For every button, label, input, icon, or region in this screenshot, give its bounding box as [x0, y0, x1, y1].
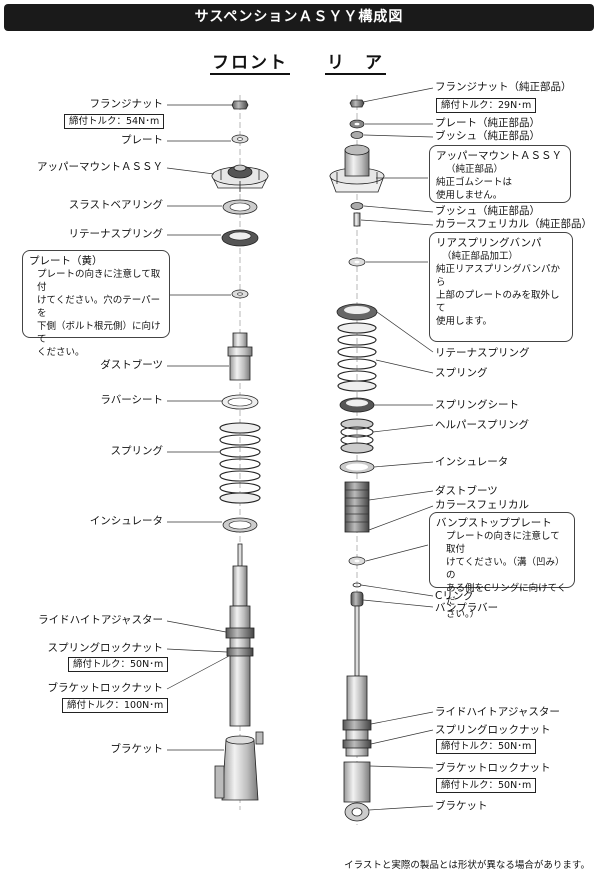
front-rubber-seat-label: ラバーシート — [100, 394, 163, 406]
plate-note-line: けてください。穴のテーパーを — [37, 295, 161, 319]
front-bracket — [214, 731, 264, 801]
front-plate-label: プレート — [121, 134, 163, 146]
page-title: サスペンションＡＳＹＹ構成図 — [194, 9, 404, 25]
rear-helper-spring-label: ヘルパースプリング — [435, 419, 529, 431]
bump-plate-note-line: プレートの向きに注意して取付 — [446, 531, 560, 555]
front-column-heading: フロント — [210, 53, 290, 75]
front-plate — [231, 134, 249, 144]
rear-spring — [337, 322, 377, 392]
front-insulator-label: インシュレータ — [89, 515, 163, 527]
bumper-note-sub: （純正部品加工） — [442, 251, 519, 262]
front-upper-mount-label: アッパーマウントＡＳＳＹ — [37, 161, 163, 173]
rear-c-ring-label: Cリング — [435, 590, 474, 602]
front-spring — [219, 422, 261, 504]
title-bar: サスペンションＡＳＹＹ構成図 — [4, 4, 594, 31]
rear-shock-body — [342, 605, 372, 757]
rear-bracket-label: ブラケット — [435, 800, 488, 812]
rear-spring-seat — [339, 397, 375, 413]
rear-flange-nut — [349, 99, 365, 108]
rear-bump-rubber-label: バンプラバー — [435, 602, 499, 614]
rear-bush — [350, 131, 364, 139]
front-retainer-spring-label: リテーナスプリング — [68, 228, 164, 240]
front-bracket-lock-nut-label: ブラケットロックナット — [47, 682, 164, 694]
front-thrust-bearing-label: スラストベアリング — [68, 199, 163, 211]
upper-mount-note-sub: （純正部品） — [446, 164, 504, 175]
bump-plate-note-line: ある側をCリングに向けてくだ — [446, 583, 567, 607]
rear-bracket — [343, 761, 371, 822]
rear-bush-lower — [350, 202, 364, 210]
plate-note-line: ください。 — [37, 347, 85, 358]
bump-plate-note-line: けてください。（溝（凹み）の — [446, 557, 565, 581]
front-yellow-plate — [231, 289, 249, 299]
upper-mount-note-line: 純正ゴムシートは — [436, 177, 513, 188]
bump-stop-plate-note: バンプストッププレート プレートの向きに注意して取付 けてください。（溝（凹み）… — [429, 512, 575, 620]
rear-spring-label: スプリング — [435, 367, 488, 379]
front-bracket-lock-nut-torque: 締付トルク：100N･m — [62, 698, 169, 713]
spring-bumper-note: リアスプリングバンパ （純正部品加工） 純正リアスプリングバンパから 上部のプレ… — [429, 232, 573, 342]
rear-bracket-lock-nut-label: ブラケットロックナット — [435, 762, 551, 774]
rear-collar-spherical-label: カラースフェリカル（純正部品） — [435, 218, 592, 230]
front-bracket-label: ブラケット — [110, 743, 164, 755]
plate-note-line: プレートの向きに注意して取付 — [37, 269, 161, 293]
front-dust-boot-label: ダストブーツ — [100, 359, 163, 371]
rear-collar-spherical — [353, 212, 361, 227]
upper-mount-note: アッパーマウントＡＳＳＹ （純正部品） 純正ゴムシートは 使用しません。 — [429, 145, 571, 203]
bumper-note-heading: リアスプリングバンパ — [436, 237, 542, 249]
rear-flange-nut-label: フランジナット（純正部品） — [435, 81, 572, 93]
upper-mount-note-line: 使用しません。 — [436, 190, 503, 201]
rear-bush2-label: ブッシュ（純正部品） — [435, 205, 540, 217]
rear-bump-stop-plate — [348, 556, 366, 566]
rear-helper-spring — [340, 418, 374, 454]
bumper-note-line: 純正リアスプリングバンパから — [436, 264, 560, 288]
rear-plate — [349, 119, 365, 129]
rear-bracket-lock-nut-torque: 締付トルク：50N･m — [436, 778, 537, 793]
rear-bush-label: ブッシュ（純正部品） — [435, 130, 540, 142]
front-insulator — [222, 517, 258, 533]
rear-plate-label: プレート（純正部品） — [435, 117, 540, 129]
front-shock-body — [225, 543, 255, 727]
rear-bump-rubber — [350, 591, 364, 607]
rear-retainer-spring — [336, 303, 378, 321]
bumper-note-line: 上部のプレートのみを取外して — [436, 290, 560, 314]
front-spring-label: スプリング — [110, 445, 164, 457]
rear-dust-boot — [344, 481, 370, 533]
disclaimer-footer: イラストと実際の製品とは形状が異なる場合があります。 — [344, 860, 590, 871]
rear-dust-boot-label: ダストブーツ — [435, 485, 498, 497]
rear-collar-spherical2-label: カラースフェリカル — [435, 499, 529, 511]
rear-insulator-label: インシュレータ — [435, 456, 509, 468]
rear-insulator — [339, 460, 375, 474]
plate-note-heading: プレート（黄） — [29, 255, 103, 267]
bump-plate-note-heading: バンプストッププレート — [436, 517, 552, 529]
front-thrust-bearing — [222, 199, 258, 215]
rear-flange-nut-torque: 締付トルク：29N･m — [436, 98, 537, 113]
front-flange-nut-torque: 締付トルク：54N･m — [64, 114, 165, 129]
rear-retainer-spring-label: リテーナスプリング — [435, 347, 530, 359]
front-spring-lock-nut-label: スプリングロックナット — [47, 642, 164, 654]
rear-spring-seat-label: スプリングシート — [435, 399, 519, 411]
rear-spring-lock-nut-torque: 締付トルク：50N･m — [436, 739, 537, 754]
front-upper-mount — [211, 164, 269, 192]
front-flange-nut — [231, 100, 249, 110]
rear-spring-bumper-plate — [348, 257, 366, 267]
front-spring-lock-nut-torque: 締付トルク：50N･m — [68, 657, 169, 672]
plate-note: プレート（黄） プレートの向きに注意して取付 けてください。穴のテーパーを 下側… — [22, 250, 170, 358]
front-ride-height-adjuster-label: ライドハイトアジャスター — [38, 614, 163, 626]
front-flange-nut-label: フランジナット — [89, 98, 164, 110]
rear-spring-lock-nut-label: スプリングロックナット — [435, 724, 551, 736]
front-retainer-spring — [221, 229, 259, 247]
front-dust-boot — [227, 332, 253, 381]
bumper-note-line: 使用します。 — [436, 316, 493, 327]
bump-plate-note-line: さい。） — [446, 609, 480, 620]
rear-ride-height-adjuster-label: ライドハイトアジャスター — [435, 706, 560, 718]
rear-column-heading: リ ア — [325, 53, 386, 75]
upper-mount-note-heading: アッパーマウントＡＳＳＹ — [436, 150, 562, 162]
front-rubber-seat — [221, 394, 259, 410]
plate-note-line: 下側（ボルト根元側）に向けて — [37, 321, 161, 345]
rear-upper-mount — [329, 144, 385, 193]
